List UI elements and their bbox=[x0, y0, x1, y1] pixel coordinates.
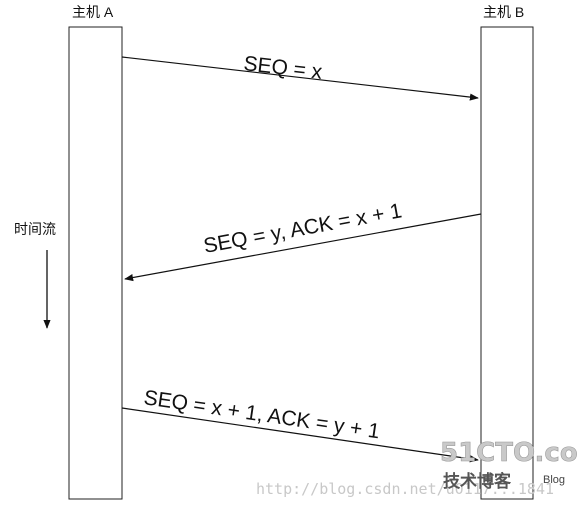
host-b: 主机 B bbox=[480, 4, 534, 500]
message-3-arrow bbox=[121, 407, 479, 463]
message-2: SEQ = y, ACK = x + 1 bbox=[124, 199, 482, 282]
message-1-arrow bbox=[121, 56, 479, 101]
host-a: 主机 A bbox=[68, 4, 123, 500]
watermark-blog: Blog bbox=[543, 474, 565, 486]
watermark-subtitle: 技术博客 bbox=[443, 471, 512, 492]
message-1: SEQ = x bbox=[121, 52, 479, 101]
host-b-title: 主机 B bbox=[483, 4, 524, 20]
message-2-arrow bbox=[124, 213, 482, 282]
time-axis-label: 时间流 bbox=[14, 221, 56, 237]
host-a-title: 主机 A bbox=[72, 4, 114, 20]
watermark-url: http://blog.csdn.net/u0117...1841 bbox=[256, 480, 554, 498]
time-axis: 时间流 bbox=[14, 221, 56, 329]
host-a-lifeline bbox=[68, 26, 123, 500]
message-1-label: SEQ = x bbox=[242, 52, 323, 84]
message-3: SEQ = x + 1, ACK = y + 1 bbox=[121, 386, 479, 463]
watermark-logo: 51CTO.com bbox=[440, 438, 578, 468]
host-b-lifeline bbox=[480, 26, 534, 500]
message-3-label: SEQ = x + 1, ACK = y + 1 bbox=[142, 386, 381, 443]
message-2-label: SEQ = y, ACK = x + 1 bbox=[202, 199, 404, 258]
watermark: http://blog.csdn.net/u0117...1841 51CTO.… bbox=[256, 438, 578, 498]
